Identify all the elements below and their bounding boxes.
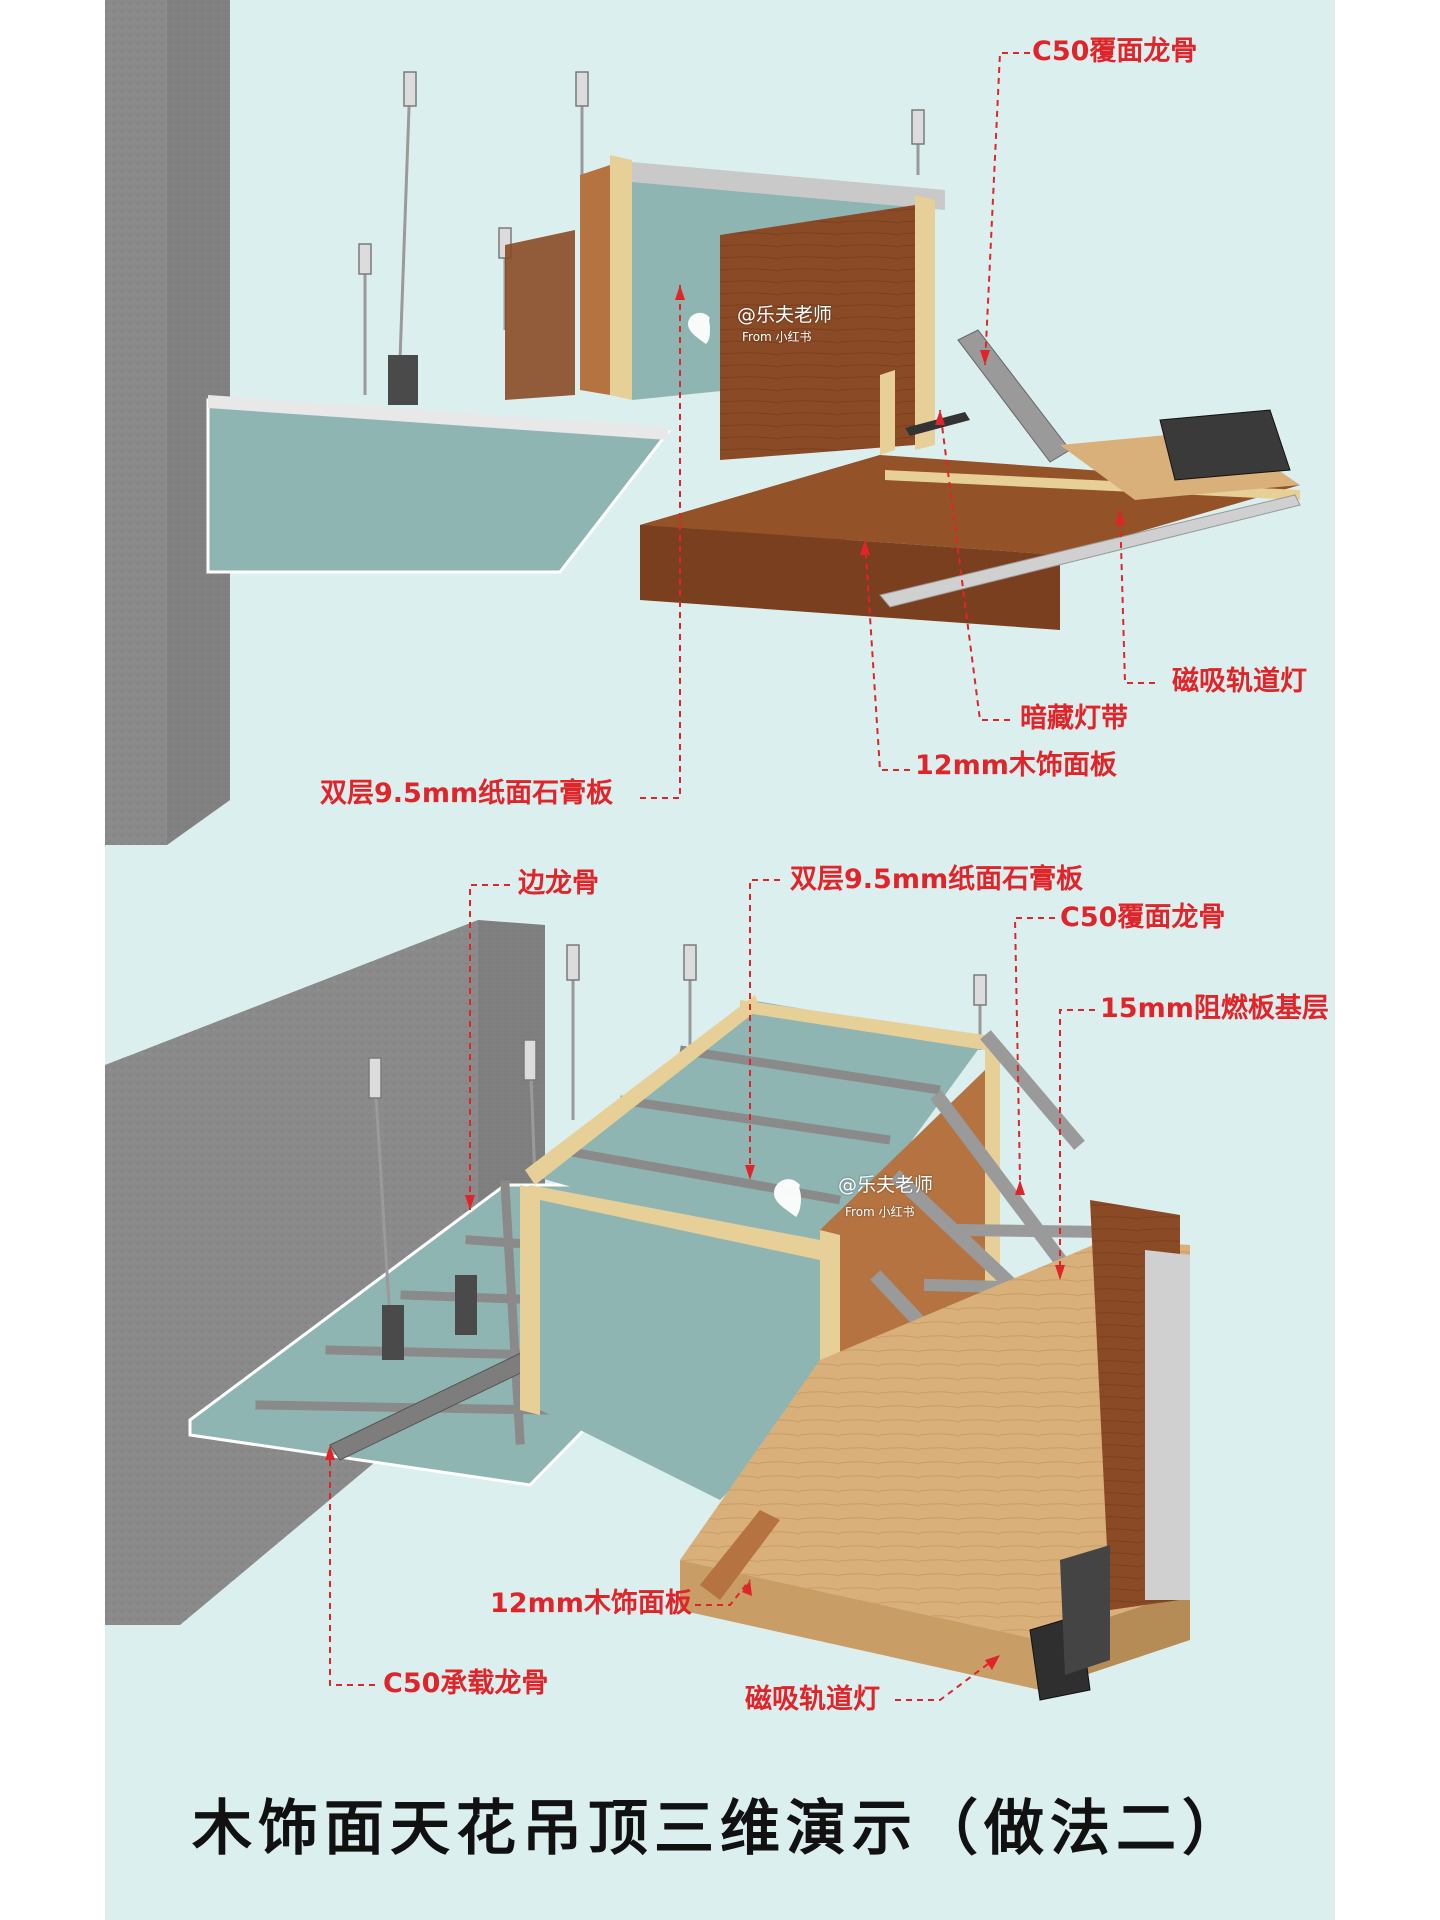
concrete-wall-bottom xyxy=(105,920,545,1625)
watermark-source-top: From 小红书 xyxy=(742,330,812,344)
magnetic-track-top xyxy=(1159,409,1291,481)
watermark-handle-top: @乐夫老师 xyxy=(737,304,833,326)
label-wood-panel-top: 12mm木饰面板 xyxy=(915,750,1117,781)
label-gypsum-top: 双层9.5mm纸面石膏板 xyxy=(320,778,614,809)
fire-retardant-base xyxy=(680,1240,1190,1640)
watermark-handle-bottom: @乐夫老师 xyxy=(838,1174,934,1196)
label-c50-bearing: C50承载龙骨 xyxy=(383,1668,549,1699)
label-gypsum-bottom: 双层9.5mm纸面石膏板 xyxy=(790,864,1084,895)
label-magnetic-track-top: 磁吸轨道灯 xyxy=(1172,666,1307,697)
label-c50-cover-bottom: C50覆面龙骨 xyxy=(1060,902,1226,933)
concrete-wall-top xyxy=(105,0,230,845)
top-scene xyxy=(105,0,1301,845)
label-wood-panel-bottom: 12mm木饰面板 xyxy=(490,1588,692,1619)
heart-icon xyxy=(774,1179,801,1217)
label-magnetic-track-bottom: 磁吸轨道灯 xyxy=(745,1684,880,1715)
watermark-source-bottom: From 小红书 xyxy=(845,1205,915,1219)
bottom-scene xyxy=(105,920,1190,1701)
label-edge-keel: 边龙骨 xyxy=(518,868,599,899)
page-title: 木饰面天花吊顶三维演示（做法二） xyxy=(192,1794,1248,1864)
label-fire-board: 15mm阻燃板基层 xyxy=(1100,993,1329,1024)
leader-lines xyxy=(329,52,1155,1701)
label-hidden-strip: 暗藏灯带 xyxy=(1020,703,1128,734)
heart-icon xyxy=(688,312,710,344)
label-c50-cover-top: C50覆面龙骨 xyxy=(1032,36,1198,67)
